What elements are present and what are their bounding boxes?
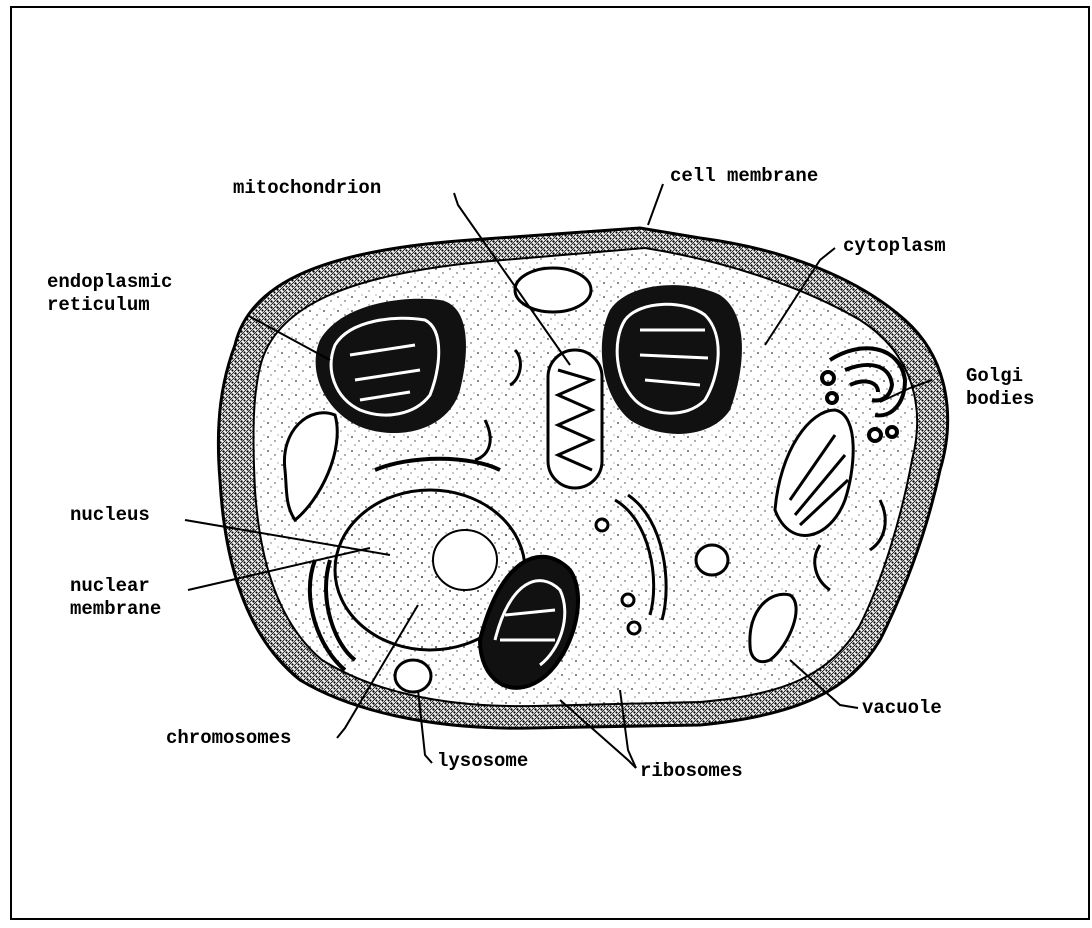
vacuole-top-shape (515, 268, 591, 312)
endoplasmic-label-line2: reticulum (47, 294, 150, 316)
chromosomes-label: chromosomes (166, 727, 291, 749)
vesicle-shape (696, 545, 728, 575)
nuclear-membrane-label-line2: membrane (70, 598, 161, 620)
cell-membrane-label: cell membrane (670, 165, 818, 187)
nucleus-label: nucleus (70, 504, 150, 526)
golgi-label-line2: bodies (966, 388, 1034, 410)
golgi-label-line1: Golgi (966, 365, 1023, 387)
cytoplasm-label: cytoplasm (843, 235, 946, 257)
mitochondrion-shape (548, 350, 602, 488)
mitochondrion-label: mitochondrion (233, 177, 381, 199)
endoplasmic-label-line1: endoplasmic (47, 271, 172, 293)
lysosome-label: lysosome (437, 750, 528, 772)
lysosome-shape (395, 660, 431, 692)
nuclear-membrane-label-line1: nuclear (70, 575, 150, 597)
vacuole-label: vacuole (862, 697, 942, 719)
endoplasmic-reticulum-shape-2 (602, 285, 742, 434)
ribosomes-label: ribosomes (640, 760, 743, 782)
